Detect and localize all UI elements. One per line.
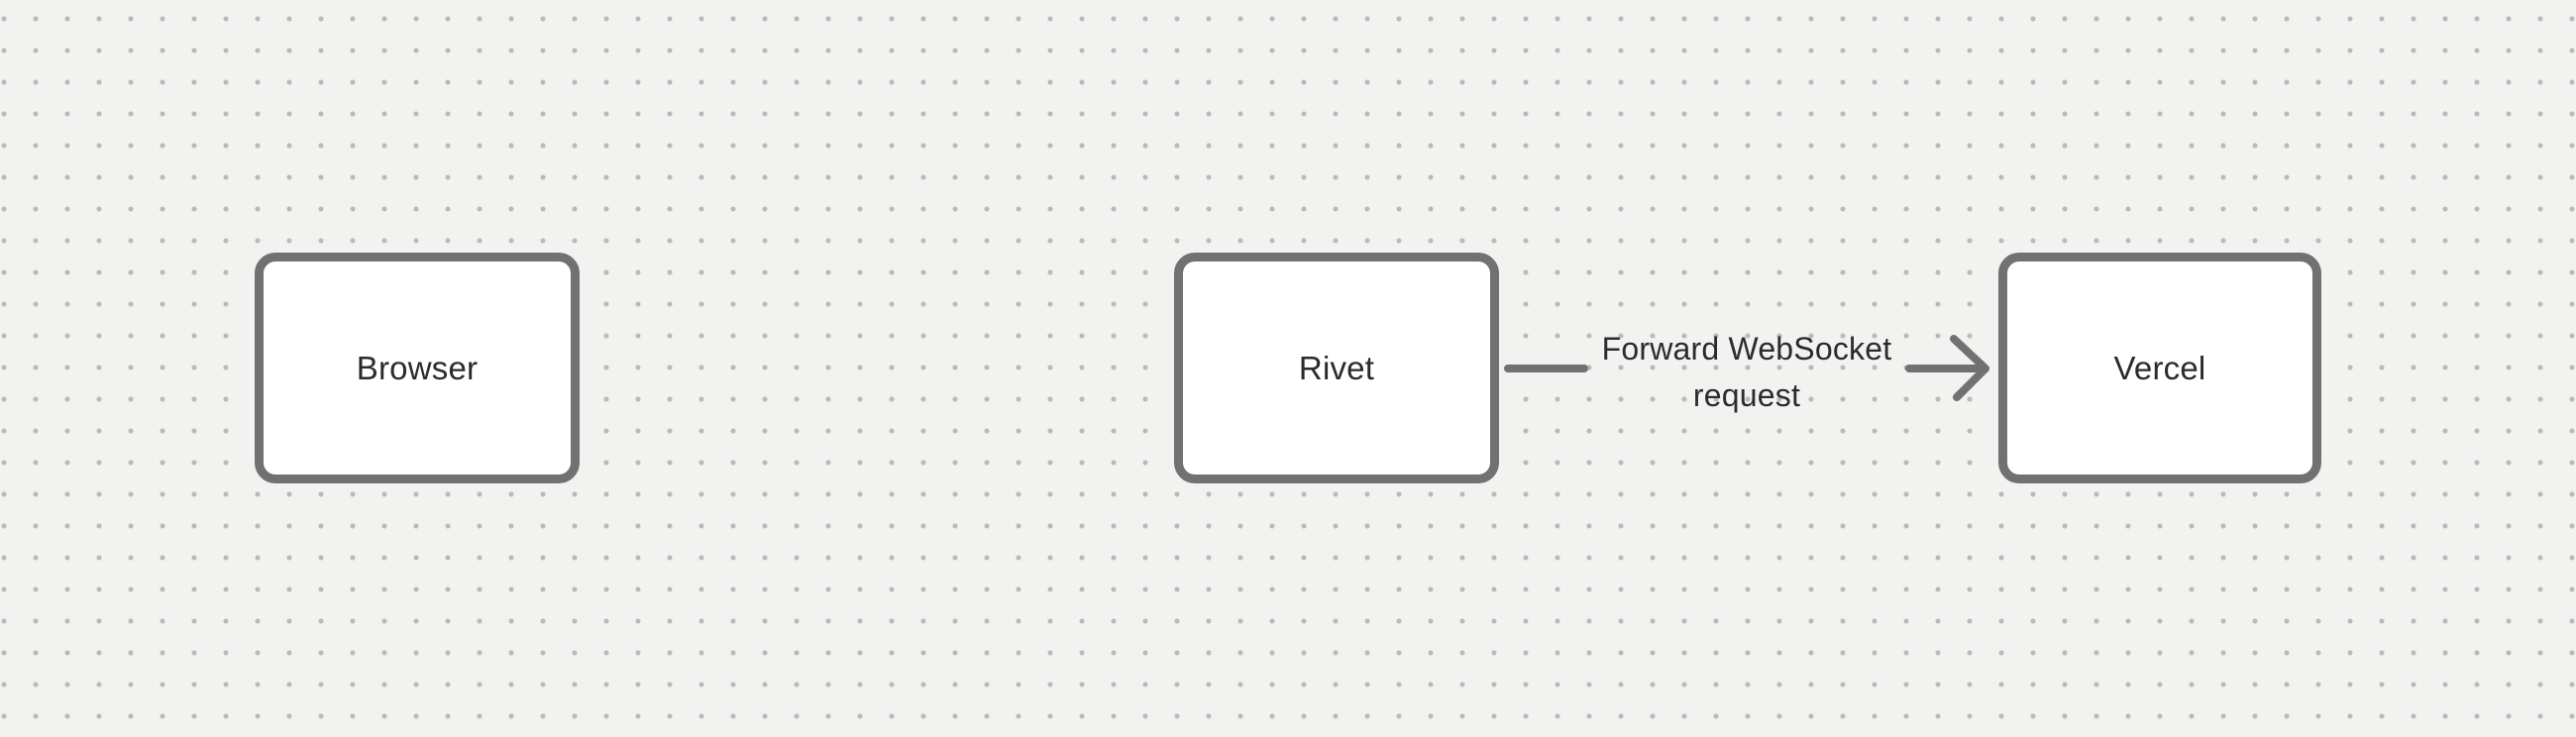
arrowhead-chevron-icon [1950, 335, 1989, 401]
node-rivet-label: Rivet [1298, 349, 1375, 386]
arrow-label-line-2: request [1692, 377, 1801, 413]
node-vercel-label: Vercel [2113, 349, 2206, 386]
node-rivet: Rivet [1174, 253, 1499, 483]
node-browser-label: Browser [356, 349, 479, 386]
node-browser: Browser [255, 253, 580, 483]
node-vercel: Vercel [1998, 253, 2321, 483]
arrow-label: Forward WebSocket request [1578, 326, 1915, 419]
arrow-label-line-1: Forward WebSocket [1601, 331, 1892, 367]
